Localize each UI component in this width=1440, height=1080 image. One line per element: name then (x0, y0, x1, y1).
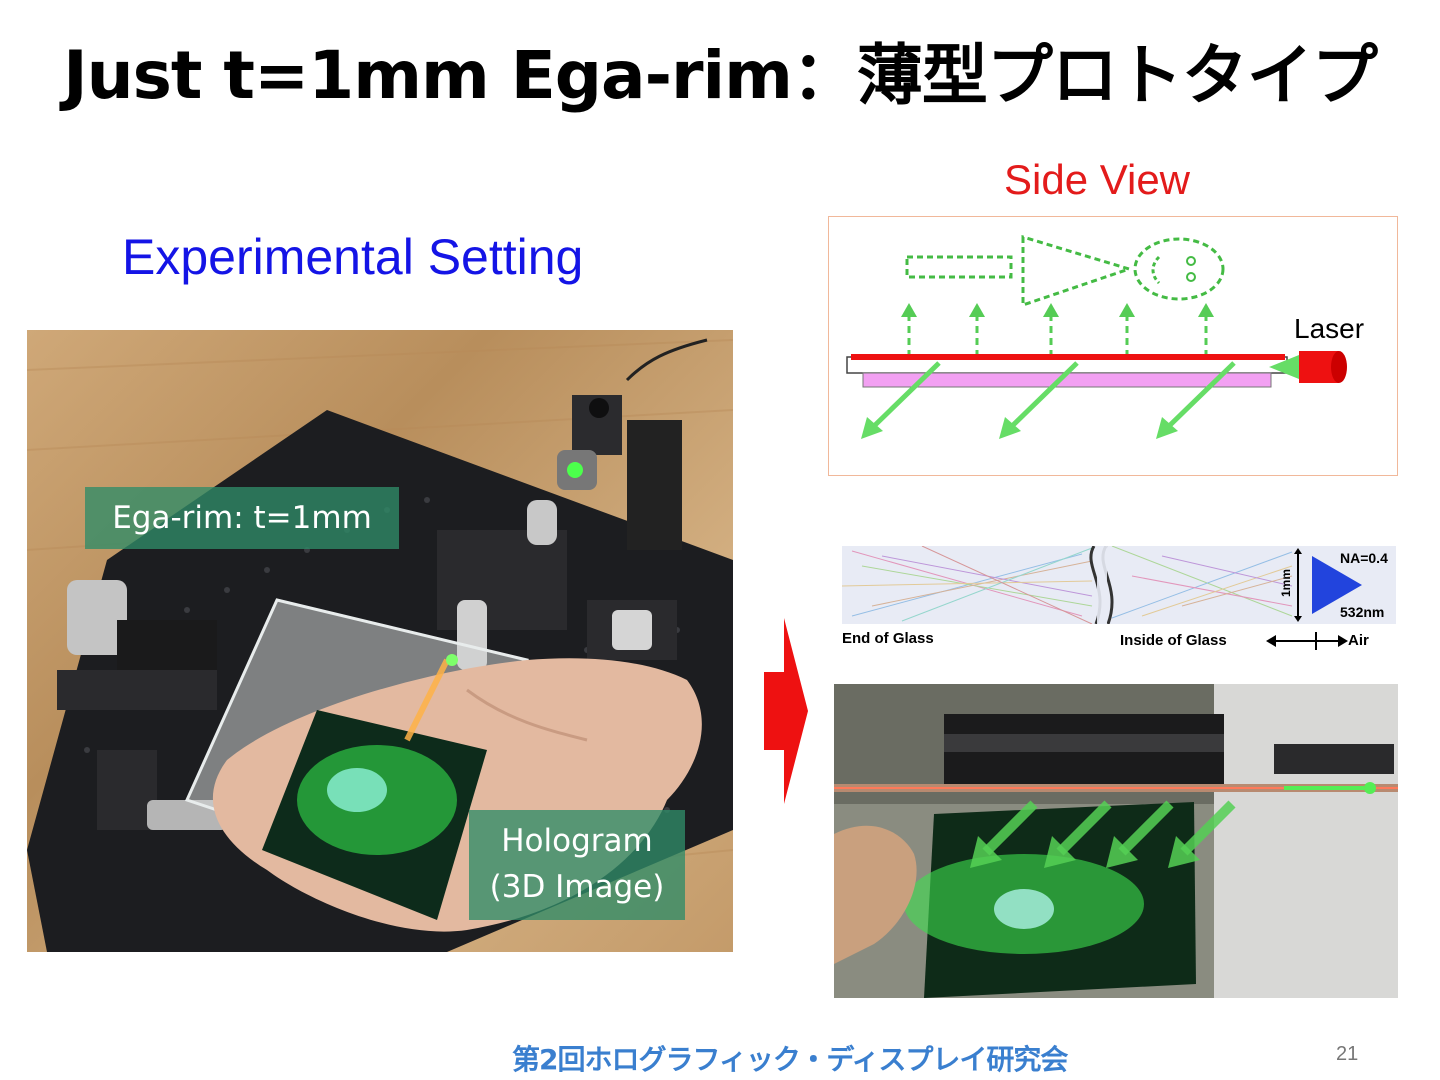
hologram-callout: Hologram (3D Image) (469, 810, 685, 920)
page-number: 21 (1336, 1043, 1359, 1065)
double-arrow-icon (1266, 632, 1348, 655)
ray-trace-panel: NA=0.4 1mm 532nm (842, 546, 1396, 624)
ray-trace-image (842, 546, 1396, 624)
laser-label: Laser (1294, 313, 1365, 344)
hologram-callout-line1: Hologram (501, 823, 653, 859)
ega-rim-callout: Ega-rim: t=1mm (85, 487, 399, 549)
side-view-diagram (828, 216, 1398, 476)
end-of-glass-label: End of Glass (842, 630, 934, 647)
footer-event-title: 第2回ホログラフィック・ディスプレイ研究会 (512, 1043, 1068, 1076)
hologram-callout-line2: (3D Image) (489, 869, 665, 905)
prototype-photo (834, 684, 1398, 998)
na-label: NA=0.4 (1340, 550, 1388, 566)
red-arrow-icon (760, 618, 810, 809)
wavelength-label: 532nm (1340, 604, 1385, 620)
side-view-heading: Side View (1004, 156, 1191, 203)
inside-of-glass-label: Inside of Glass (1120, 632, 1227, 649)
slide-title: Just t=1mm Ega-rim：薄型プロトタイプ (63, 37, 1378, 114)
side-view-schematic (846, 234, 1347, 439)
prototype-photo-illustration (834, 684, 1398, 998)
air-label: Air (1348, 632, 1369, 649)
thickness-label: 1mm (1279, 568, 1294, 598)
experimental-setup-photo: Ega-rim: t=1mm Hologram (3D Image) (27, 330, 733, 952)
experimental-setting-heading: Experimental Setting (122, 229, 584, 285)
